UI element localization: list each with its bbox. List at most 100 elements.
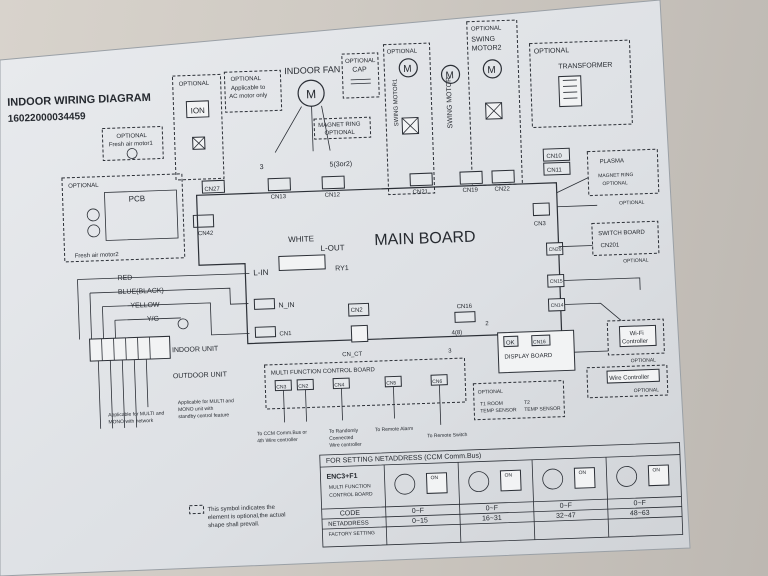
code-1: 0~F bbox=[412, 508, 425, 515]
swing-motor-icon bbox=[440, 64, 461, 84]
cap-optional: OPTIONAL bbox=[345, 58, 376, 65]
svg-text:MONO unit with: MONO unit with bbox=[178, 406, 214, 413]
switch-name: ENC3+F1 bbox=[326, 473, 357, 481]
svg-text:OPTIONAL: OPTIONAL bbox=[602, 180, 628, 187]
svg-text:CONTROL BOARD: CONTROL BOARD bbox=[329, 491, 373, 499]
relay-ry1 bbox=[278, 254, 326, 271]
ac-motor-box bbox=[223, 69, 283, 113]
rotary-switch-1 bbox=[394, 473, 416, 495]
yellow-wire: YELLOW bbox=[130, 302, 160, 310]
cap-label: CAP bbox=[352, 66, 367, 74]
plasma-box bbox=[586, 148, 660, 197]
svg-text:OPTIONAL: OPTIONAL bbox=[631, 357, 657, 364]
swing-optional2: OPTIONAL bbox=[471, 26, 502, 33]
magnet-ring-box bbox=[313, 116, 372, 140]
l-in-label: L-IN bbox=[253, 268, 269, 278]
white-wire-label: WHITE bbox=[288, 234, 314, 244]
ion-label: ION bbox=[190, 106, 205, 115]
ry1-label: RY1 bbox=[335, 265, 349, 272]
main-board-label: MAIN BOARD bbox=[374, 229, 476, 250]
fresh-air-box bbox=[101, 125, 164, 162]
svg-text:element is optional,the actual: element is optional,the actual bbox=[208, 512, 286, 521]
ground-icon bbox=[177, 318, 189, 330]
cn201-label: CN201 bbox=[601, 243, 621, 250]
range-3: 32~47 bbox=[556, 512, 576, 520]
swing-motor2-icon bbox=[482, 59, 502, 79]
swing-motor1-box bbox=[382, 42, 436, 196]
swing-motor-label: SWING MOTOR bbox=[446, 77, 455, 129]
svg-text:MULTI FUNCTION: MULTI FUNCTION bbox=[329, 483, 371, 490]
svg-text:ON: ON bbox=[431, 475, 439, 481]
plasma-label: PLASMA bbox=[600, 158, 625, 165]
netaddress-table: FOR SETTING NETADDRESS (CCM Comm.Bus) EN… bbox=[319, 442, 684, 548]
to-remote-switch: To Remote Switch bbox=[427, 432, 468, 439]
svg-text:shape shall prevail.: shape shall prevail. bbox=[208, 521, 260, 529]
cn2-label: CN2 bbox=[351, 308, 364, 314]
svg-text:ON: ON bbox=[578, 470, 586, 476]
indoor-fan-label: INDOOR FAN bbox=[284, 64, 340, 76]
multi-function-board bbox=[264, 357, 467, 410]
svg-text:M: M bbox=[487, 65, 496, 76]
cn21-label: CN21 bbox=[413, 189, 429, 196]
main-board-outline bbox=[195, 182, 563, 345]
svg-text:M: M bbox=[445, 70, 454, 81]
l-out-label: L-OUT bbox=[320, 243, 344, 253]
display-board-label: DISPLAY BOARD bbox=[504, 353, 553, 361]
svg-text:TEMP SENSOR: TEMP SENSOR bbox=[480, 407, 517, 414]
pin5-label: 5(3or2) bbox=[330, 161, 353, 169]
svg-text:OPTIONAL: OPTIONAL bbox=[623, 258, 649, 265]
cn15-label: CN15 bbox=[550, 279, 563, 285]
svg-text:ON: ON bbox=[652, 467, 660, 473]
indoor-unit-label: INDOOR UNIT bbox=[172, 346, 219, 355]
svg-text:OPTIONAL: OPTIONAL bbox=[634, 387, 660, 394]
fresh-air-motor2: Fresh air motor2 bbox=[75, 252, 120, 260]
motor-icon bbox=[126, 148, 138, 159]
svg-text:CN4: CN4 bbox=[334, 382, 344, 388]
wifi-box bbox=[606, 318, 665, 356]
cn11-label: CN11 bbox=[547, 168, 563, 175]
legend-line1: This symbol indicates the bbox=[207, 505, 275, 513]
to-randomly: To Randomly bbox=[329, 428, 359, 435]
code-3: 0~F bbox=[560, 502, 573, 509]
cn13-label: CN13 bbox=[271, 194, 287, 201]
rotary-switch-3 bbox=[542, 468, 564, 490]
rotary-switch-4 bbox=[616, 466, 638, 487]
code-4: 0~F bbox=[634, 500, 647, 507]
code-label: CODE bbox=[340, 510, 361, 518]
ac-note2: AC motor only bbox=[229, 93, 267, 100]
optional-symbol-icon bbox=[188, 504, 205, 515]
svg-text:Controller: Controller bbox=[622, 339, 648, 346]
svg-text:MAGNET RING: MAGNET RING bbox=[598, 172, 633, 179]
svg-text:M: M bbox=[403, 64, 412, 75]
blue-black-wire: BLUE(BLACK) bbox=[118, 288, 164, 297]
cn-ct-label: CN_CT bbox=[342, 352, 363, 359]
range-1: 0~15 bbox=[412, 517, 428, 525]
svg-text:MONO with network: MONO with network bbox=[108, 418, 153, 426]
pcb-optional: OPTIONAL bbox=[68, 183, 99, 190]
pcb-label: PCB bbox=[129, 194, 146, 204]
pin3-label: 3 bbox=[260, 164, 264, 171]
wifi-controller bbox=[618, 324, 657, 348]
svg-text:CN5: CN5 bbox=[386, 380, 396, 386]
cn27-label: CN27 bbox=[204, 186, 220, 193]
to-ccm-bus: To CCM Comm.Bus or bbox=[257, 430, 308, 438]
pin3b-label: 3 bbox=[448, 348, 452, 354]
svg-text:M: M bbox=[306, 87, 316, 101]
fresh-air-optional: OPTIONAL bbox=[116, 133, 147, 140]
transformer-optional: OPTIONAL bbox=[534, 47, 570, 55]
transformer-icon bbox=[558, 75, 583, 108]
note-standby: Applicable for MULTI and bbox=[178, 398, 234, 406]
cn20-label: CN20 bbox=[549, 247, 562, 253]
ion-box bbox=[171, 73, 225, 181]
svg-text:OPTIONAL: OPTIONAL bbox=[478, 389, 504, 396]
wire-controller-box bbox=[586, 364, 669, 399]
svg-text:OPTIONAL: OPTIONAL bbox=[619, 200, 645, 207]
outdoor-unit-label: OUTDOOR UNIT bbox=[173, 371, 228, 380]
ac-note1: Applicable to bbox=[231, 85, 266, 92]
rotary-switch-2 bbox=[468, 471, 490, 493]
n-in-label: N_IN bbox=[278, 302, 294, 310]
ion-optional: OPTIONAL bbox=[179, 81, 210, 88]
swing-motor2-box bbox=[466, 19, 523, 187]
magnet-ring-label: MAGNET RING bbox=[318, 122, 361, 129]
